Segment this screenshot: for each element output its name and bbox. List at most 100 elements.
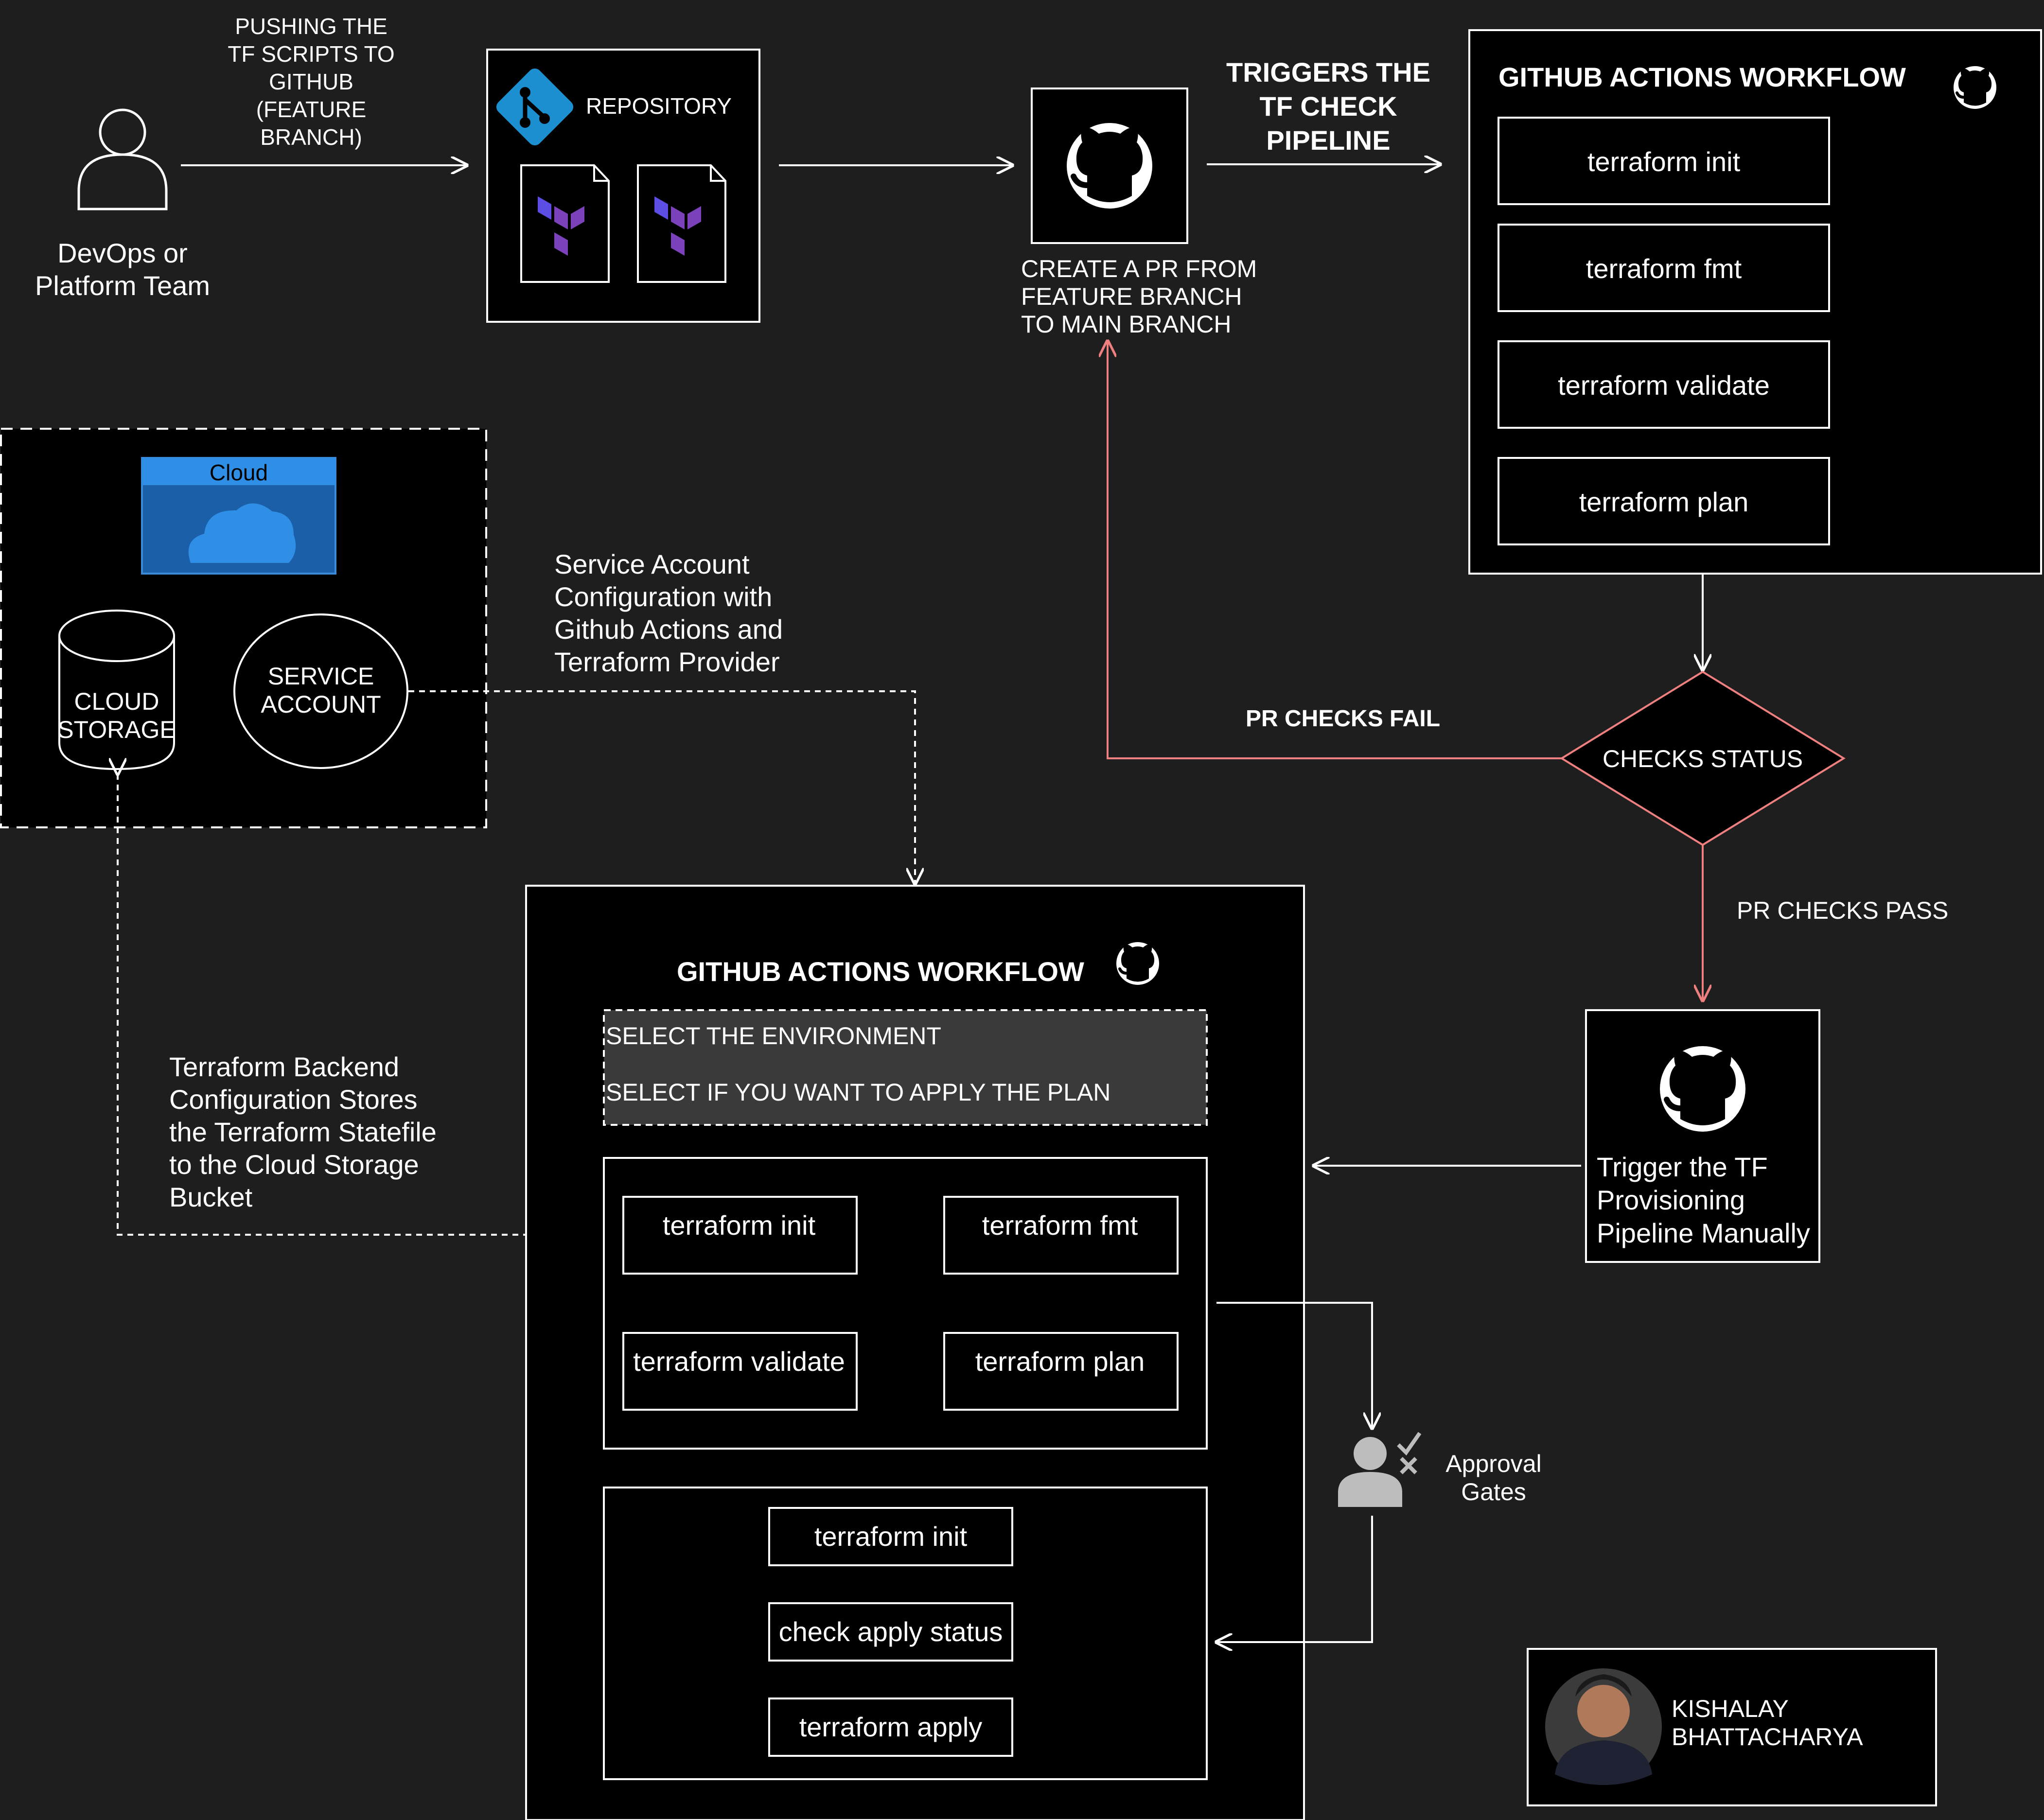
fail-label: PR CHECKS FAIL (1246, 706, 1440, 732)
apply-step-box (768, 1507, 1013, 1566)
backend-note-line: Bucket (169, 1182, 253, 1212)
plan-step-label: terraform validate (633, 1346, 845, 1377)
repository-label: REPOSITORY (586, 93, 732, 119)
check-step-label: terraform fmt (1586, 253, 1742, 284)
check-step-box (1498, 340, 1830, 429)
check-step-box (1498, 224, 1830, 312)
actor-label-line1: DevOps or (57, 238, 188, 268)
apply-step-box (768, 1698, 1013, 1757)
service-note-line: Terraform Provider (554, 647, 780, 677)
plan-step-box (622, 1196, 858, 1275)
github-icon (1067, 123, 1152, 209)
cloud-storage: CLOUD STORAGE (57, 610, 176, 770)
environment-input-label: SELECT THE ENVIRONMENT (606, 1022, 941, 1050)
pr-note-line: CREATE A PR FROM (1021, 255, 1257, 282)
push-label-line: BRANCH) (260, 124, 362, 150)
push-label-line: (FEATURE (256, 97, 367, 122)
plan-step-box (622, 1332, 858, 1411)
approval-user-icon (1338, 1437, 1402, 1507)
github-icon (1116, 942, 1159, 985)
plan-step-label: terraform plan (975, 1346, 1145, 1377)
checks-status-label: CHECKS STATUS (1603, 745, 1803, 772)
plan-to-approval-arrow (1216, 1302, 1372, 1428)
backend-note-line: Configuration Stores (169, 1084, 418, 1115)
trigger-label-line: TF CHECK (1259, 91, 1397, 122)
push-label-line: TF SCRIPTS TO (228, 41, 394, 67)
cloud-group: Cloud CLOUD STORAGE SERVICE ACCOUNT (0, 428, 487, 828)
approval-label: Gates (1461, 1478, 1526, 1505)
service-account-arrow (408, 690, 915, 884)
pr-note-line: TO MAIN BRANCH (1021, 311, 1231, 338)
cloud-title: Cloud (210, 460, 268, 485)
check-step-box (1498, 457, 1830, 545)
plan-step-box (943, 1332, 1179, 1411)
service-account-label: SERVICE (268, 663, 374, 690)
author-name-line: BHATTACHARYA (1672, 1723, 1863, 1750)
plan-step-label: terraform init (663, 1210, 816, 1241)
check-icon (1397, 1432, 1422, 1456)
cross-icon (1400, 1457, 1417, 1474)
terraform-file-icon (520, 164, 610, 283)
backend-arrow (118, 774, 623, 1235)
apply-plan-input-label: SELECT IF YOU WANT TO APPLY THE PLAN (606, 1079, 1110, 1106)
trigger-label: TRIGGERS THE TF CHECK PIPELINE (1226, 57, 1430, 156)
terraform-file-icon (637, 164, 726, 283)
provision-workflow-title: GITHUB ACTIONS WORKFLOW (677, 956, 1084, 987)
check-workflow: GITHUB ACTIONS WORKFLOW terraform init t… (1468, 29, 2042, 575)
apply-step-label: terraform apply (799, 1712, 983, 1742)
approval-label: Approval (1445, 1450, 1541, 1477)
cloud-storage-label: STORAGE (57, 716, 176, 743)
manual-trigger-line: Pipeline Manually (1597, 1218, 1810, 1248)
service-note-line: Configuration with (554, 581, 772, 612)
checks-status-diamond: CHECKS STATUS (1560, 670, 1846, 846)
provision-workflow: GITHUB ACTIONS WORKFLOW SELECT THE ENVIR… (525, 885, 1305, 1820)
plan-step-box (943, 1196, 1179, 1275)
push-label-line: GITHUB (269, 69, 353, 94)
backend-note-line: Terraform Backend (169, 1051, 399, 1082)
repository-box: REPOSITORY (486, 49, 760, 323)
check-step-label: terraform init (1587, 146, 1741, 177)
backend-note: Terraform Backend Configuration Stores t… (169, 1051, 437, 1212)
service-account-label: ACCOUNT (261, 691, 381, 718)
cloud-icon: Cloud (141, 457, 336, 575)
backend-note-line: the Terraform Statefile (169, 1117, 437, 1147)
service-note-line: Github Actions and (554, 614, 783, 645)
approval-to-apply-arrow (1216, 1516, 1373, 1642)
service-account-note: Service Account Configuration with Githu… (554, 549, 783, 677)
author-name-line: KISHALAY (1672, 1695, 1789, 1722)
manual-trigger-box: Trigger the TF Provisioning Pipeline Man… (1585, 1009, 1820, 1263)
trigger-label-line: TRIGGERS THE (1226, 57, 1430, 88)
author-card: KISHALAY BHATTACHARYA (1527, 1648, 1937, 1806)
trigger-label-line: PIPELINE (1266, 125, 1390, 156)
pass-label: PR CHECKS PASS (1737, 897, 1948, 924)
check-step-label: terraform validate (1558, 370, 1770, 401)
pr-note: CREATE A PR FROM FEATURE BRANCH TO MAIN … (1021, 255, 1257, 338)
service-account: SERVICE ACCOUNT (233, 613, 408, 769)
actor-label-line2: Platform Team (35, 270, 210, 301)
check-step-box (1498, 117, 1830, 205)
manual-trigger-line: Provisioning (1597, 1185, 1745, 1215)
check-workflow-title: GITHUB ACTIONS WORKFLOW (1498, 62, 1906, 92)
push-label: PUSHING THE TF SCRIPTS TO GITHUB (FEATUR… (228, 14, 394, 150)
apply-step-label: terraform init (814, 1521, 968, 1552)
manual-trigger-line: Trigger the TF (1597, 1152, 1768, 1182)
pr-note-line: FEATURE BRANCH (1021, 283, 1242, 310)
approval-gates: Approval Gates (1338, 1432, 1542, 1507)
service-note-line: Service Account (554, 549, 750, 579)
push-label-line: PUSHING THE (235, 14, 388, 39)
user-icon (77, 108, 168, 210)
apply-step-box (768, 1602, 1013, 1662)
github-icon (1660, 1046, 1745, 1132)
avatar (1545, 1668, 1662, 1785)
check-step-label: terraform plan (1579, 487, 1749, 517)
backend-note-line: to the Cloud Storage (169, 1149, 419, 1180)
git-icon (496, 68, 574, 146)
cloud-storage-label: CLOUD (74, 688, 159, 715)
workflow-inputs (603, 1009, 1208, 1126)
devops-actor: DevOps or Platform Team (35, 108, 210, 301)
apply-step-label: check apply status (779, 1616, 1003, 1647)
plan-step-label: terraform fmt (982, 1210, 1138, 1241)
github-icon (1954, 66, 1996, 109)
fail-arrow (1108, 341, 1562, 759)
